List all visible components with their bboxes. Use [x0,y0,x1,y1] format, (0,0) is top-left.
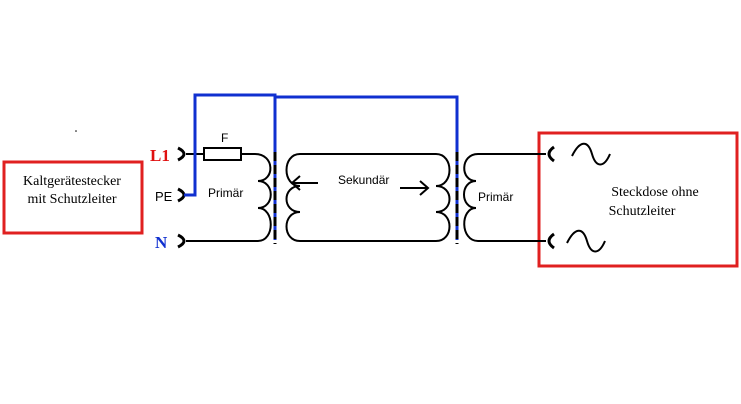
left-primary-coil [254,153,272,242]
right-box [537,131,739,268]
socket-top-contact [547,145,555,163]
right-arrow-icon [400,180,430,196]
right-box-line2: Schutzleiter [609,204,676,219]
l1-pin-hook [177,146,186,162]
fuse [203,147,242,161]
socket-bottom-contact [547,232,555,250]
stray-dot [75,130,77,132]
ac-sine-icon-bottom [566,229,606,253]
terminal-n-label: N [155,233,168,252]
right-primary-label: Primär [478,190,513,204]
left-secondary-coil [285,153,301,242]
terminal-pe-label: PE [155,189,173,204]
pe-wire [184,93,277,240]
right-primary-coil [463,153,479,242]
terminal-l1-label: L1 [150,146,170,165]
left-primary-label: Primär [208,186,243,200]
fuse-label: F [221,131,228,145]
pe-wire-right [275,95,459,240]
ac-sine-icon-top [571,142,611,166]
left-box-line1: Kaltgerätestecker [23,174,121,189]
n-pin-hook [177,233,186,249]
left-box [2,160,144,235]
right-box-line1: Steckdose ohne [611,185,698,200]
pe-pin-hook [177,187,186,203]
right-secondary-coil [435,153,451,242]
secondary-label: Sekundär [338,173,389,187]
left-box-line2: mit Schutzleiter [27,192,116,207]
left-arrow-icon [290,175,318,191]
